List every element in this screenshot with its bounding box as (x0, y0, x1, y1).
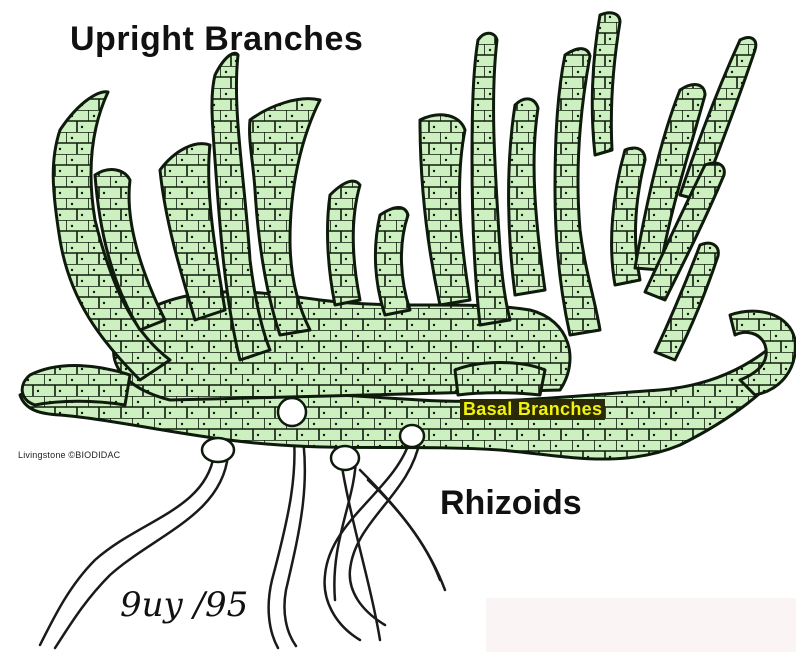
rhizoid-5b (368, 480, 445, 590)
branch-11 (592, 13, 620, 155)
rhizoid-4b (350, 440, 420, 625)
label-basal-branches: Basal Branches (460, 399, 605, 420)
image-credit: Livingstone ©BIODIDAC (18, 450, 120, 460)
rhizoid-base-2 (278, 398, 306, 426)
branch-lower-1 (22, 366, 130, 405)
branch-lower-2 (455, 363, 545, 396)
rhizoid-2 (269, 420, 295, 648)
branch-6 (375, 208, 410, 316)
rhizoid-base-3 (331, 446, 359, 470)
label-upright-branches: Upright Branches (70, 20, 363, 59)
corner-patch (486, 598, 796, 652)
label-rhizoids: Rhizoids (440, 484, 582, 523)
branch-7 (420, 115, 470, 305)
artist-signature: 9uy /95 (120, 585, 248, 625)
branch-5 (328, 181, 360, 305)
thallus (20, 13, 795, 459)
branch-9 (509, 99, 545, 295)
branch-8 (472, 33, 510, 325)
rhizoid-base-4 (400, 425, 424, 447)
rhizoid-base-1 (202, 438, 234, 462)
